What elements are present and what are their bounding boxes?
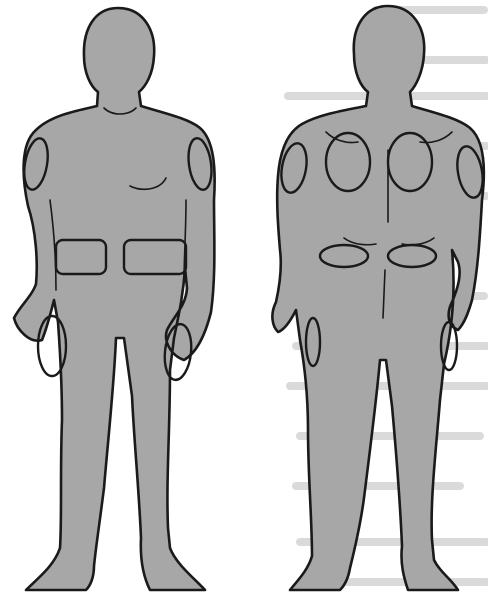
- front-figure: [14, 8, 215, 590]
- front-body-silhouette: [14, 8, 215, 590]
